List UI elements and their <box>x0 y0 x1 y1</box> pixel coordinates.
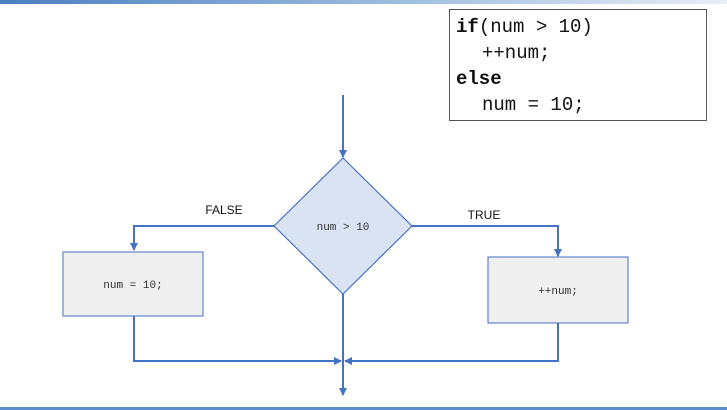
code-line-3: else <box>456 66 706 92</box>
code-line-1: if(num > 10) <box>456 14 706 40</box>
false-process-box <box>62 251 204 317</box>
code-line-4: num = 10; <box>456 92 706 118</box>
false-process-label: num = 10; <box>103 280 162 292</box>
code-condition: (num > 10) <box>478 16 593 38</box>
false-branch-connector <box>130 225 274 251</box>
code-false-statement: num = 10; <box>482 94 585 116</box>
decision-label: num > 10 <box>317 222 370 234</box>
true-process-box <box>487 256 629 324</box>
code-keyword-else: else <box>456 68 502 90</box>
bottom-accent-rule <box>0 407 727 410</box>
top-accent-rule <box>0 0 727 4</box>
false-merge-connector <box>133 316 342 365</box>
code-keyword-if: if <box>456 16 479 38</box>
code-line-2: ++num; <box>456 40 706 66</box>
true-process-label: ++num; <box>538 286 578 298</box>
false-branch-label: FALSE <box>205 203 242 217</box>
code-snippet: if(num > 10) ++num; else num = 10; <box>449 9 707 121</box>
true-merge-connector <box>344 323 559 365</box>
true-branch-connector <box>412 225 562 257</box>
true-branch-label: TRUE <box>468 208 501 222</box>
code-true-statement: ++num; <box>482 42 551 64</box>
